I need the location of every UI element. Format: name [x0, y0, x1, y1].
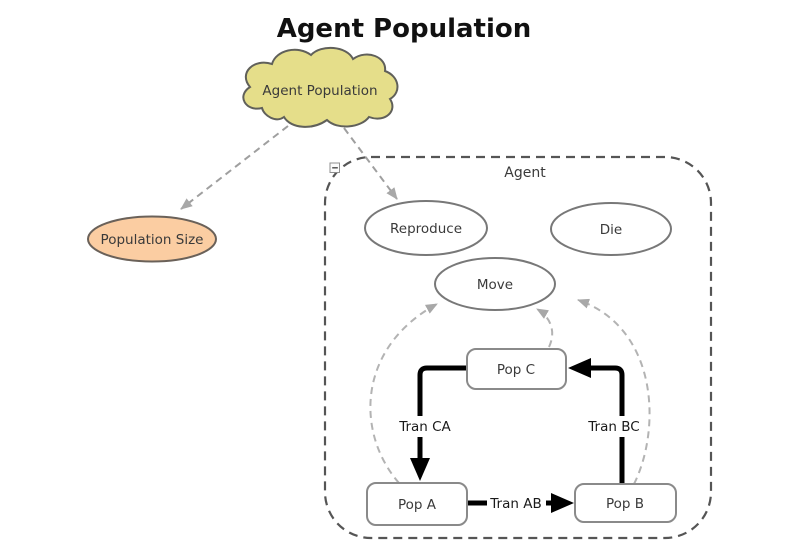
- tran-ca-plate: [396, 416, 454, 437]
- state-pop-c[interactable]: Pop C: [466, 348, 567, 390]
- transition-label-tran-ca[interactable]: Tran CA: [396, 416, 454, 437]
- transition-label-tran-bc[interactable]: Tran BC: [585, 416, 643, 437]
- move-shape: [434, 257, 556, 311]
- transition-label-tran-ab[interactable]: Tran AB: [487, 493, 546, 514]
- node-reproduce[interactable]: Reproduce: [364, 200, 488, 256]
- tran-ca-text: Tran CA: [398, 419, 451, 435]
- agent-frame[interactable]: [323, 155, 713, 540]
- pop-c-label: Pop C: [497, 362, 535, 378]
- pop-c-shape: [466, 348, 567, 390]
- arrow-cloud-to-reproduce[interactable]: [343, 127, 398, 200]
- reproduce-shape: [364, 200, 488, 256]
- die-shape: [550, 202, 672, 256]
- arrow-pop-b-to-move[interactable]: [577, 298, 651, 485]
- pop-a-shape: [366, 482, 468, 526]
- node-move[interactable]: Move: [434, 257, 556, 311]
- transition-line-tran-bc[interactable]: [568, 358, 625, 484]
- transition-line-tran-ca[interactable]: [410, 365, 467, 481]
- reproduce-label: Reproduce: [390, 221, 462, 237]
- collapse-minus-box-icon[interactable]: [329, 162, 340, 173]
- tran-bc-text: Tran BC: [587, 419, 639, 435]
- arrow-cloud-to-population-size[interactable]: [180, 125, 289, 210]
- tran-ab-text: Tran AB: [489, 496, 541, 512]
- node-die[interactable]: Die: [550, 202, 672, 256]
- tran-ab-plate: [487, 493, 546, 514]
- agent-frame-label: Agent: [504, 165, 546, 181]
- cloud-shape: [242, 47, 399, 128]
- diagram-title: Agent Population: [277, 14, 532, 44]
- population-size-shape: [87, 215, 217, 263]
- cloud-node-agent-population[interactable]: Agent Population: [242, 47, 399, 128]
- move-label: Move: [477, 277, 513, 293]
- node-population-size[interactable]: Population Size: [87, 215, 217, 263]
- state-pop-a[interactable]: Pop A: [366, 482, 468, 526]
- pop-a-label: Pop A: [398, 497, 437, 513]
- pop-b-shape: [574, 483, 677, 523]
- population-size-label: Population Size: [101, 232, 204, 248]
- pop-b-label: Pop B: [606, 496, 644, 512]
- state-pop-b[interactable]: Pop B: [574, 483, 677, 523]
- arrow-pop-c-to-move[interactable]: [536, 308, 554, 348]
- cloud-label: Agent Population: [262, 83, 377, 99]
- tran-bc-plate: [585, 416, 643, 437]
- arrow-pop-a-to-move[interactable]: [369, 303, 438, 484]
- die-label: Die: [600, 222, 622, 238]
